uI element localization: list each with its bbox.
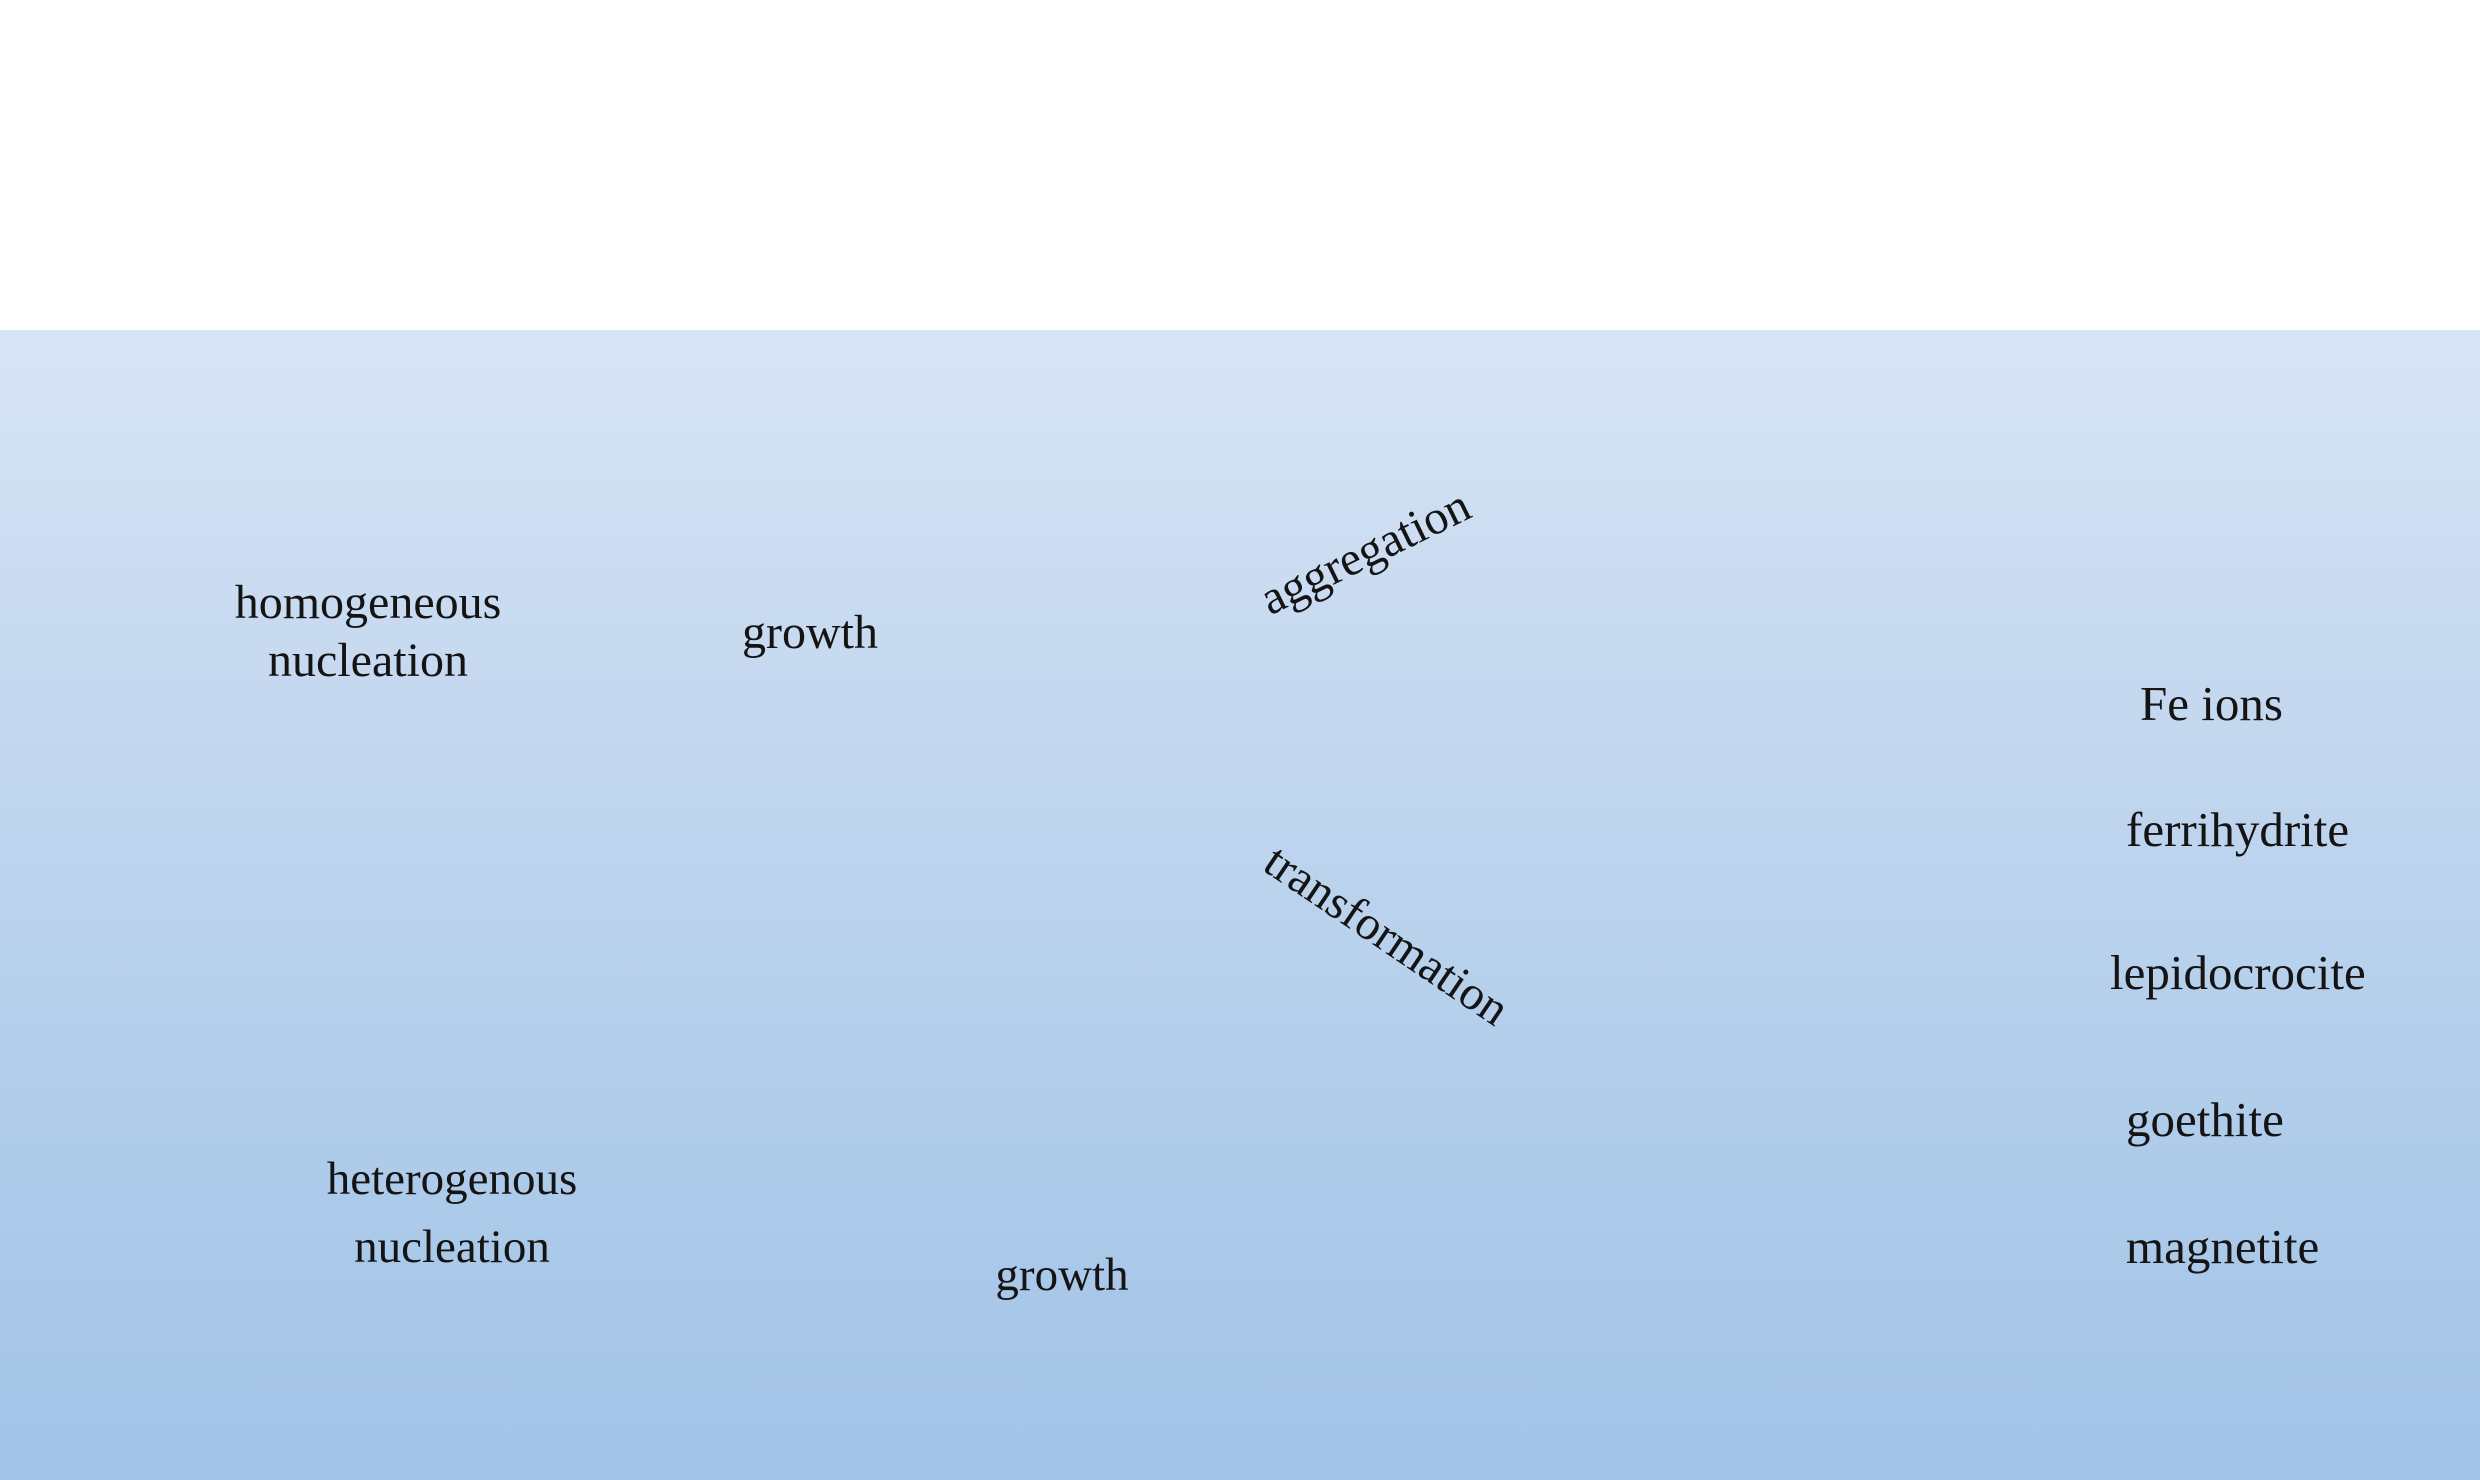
heterogenous-nucleation-label-line1: heterogenous: [327, 1153, 578, 1205]
heterogenous-nucleation-label-line2: nucleation: [354, 1221, 550, 1273]
homogeneous-nucleation-label-line2: nucleation: [268, 634, 468, 687]
legend-label-fe-ions: Fe ions: [2140, 676, 2283, 731]
water-layer: [0, 330, 2480, 1480]
sky: [0, 0, 2480, 220]
legend-label-ferrihydrite: ferrihydrite: [2126, 802, 2349, 857]
legend-label-lepidocrocite: lepidocrocite: [2110, 945, 2366, 1000]
growth-top-label: growth: [742, 606, 878, 659]
legend-label-magnetite: magnetite: [2126, 1219, 2319, 1274]
legend-label-goethite: goethite: [2126, 1092, 2284, 1147]
growth-bottom-label: growth: [995, 1249, 1128, 1301]
homogeneous-nucleation-label-line1: homogeneous: [235, 576, 502, 629]
